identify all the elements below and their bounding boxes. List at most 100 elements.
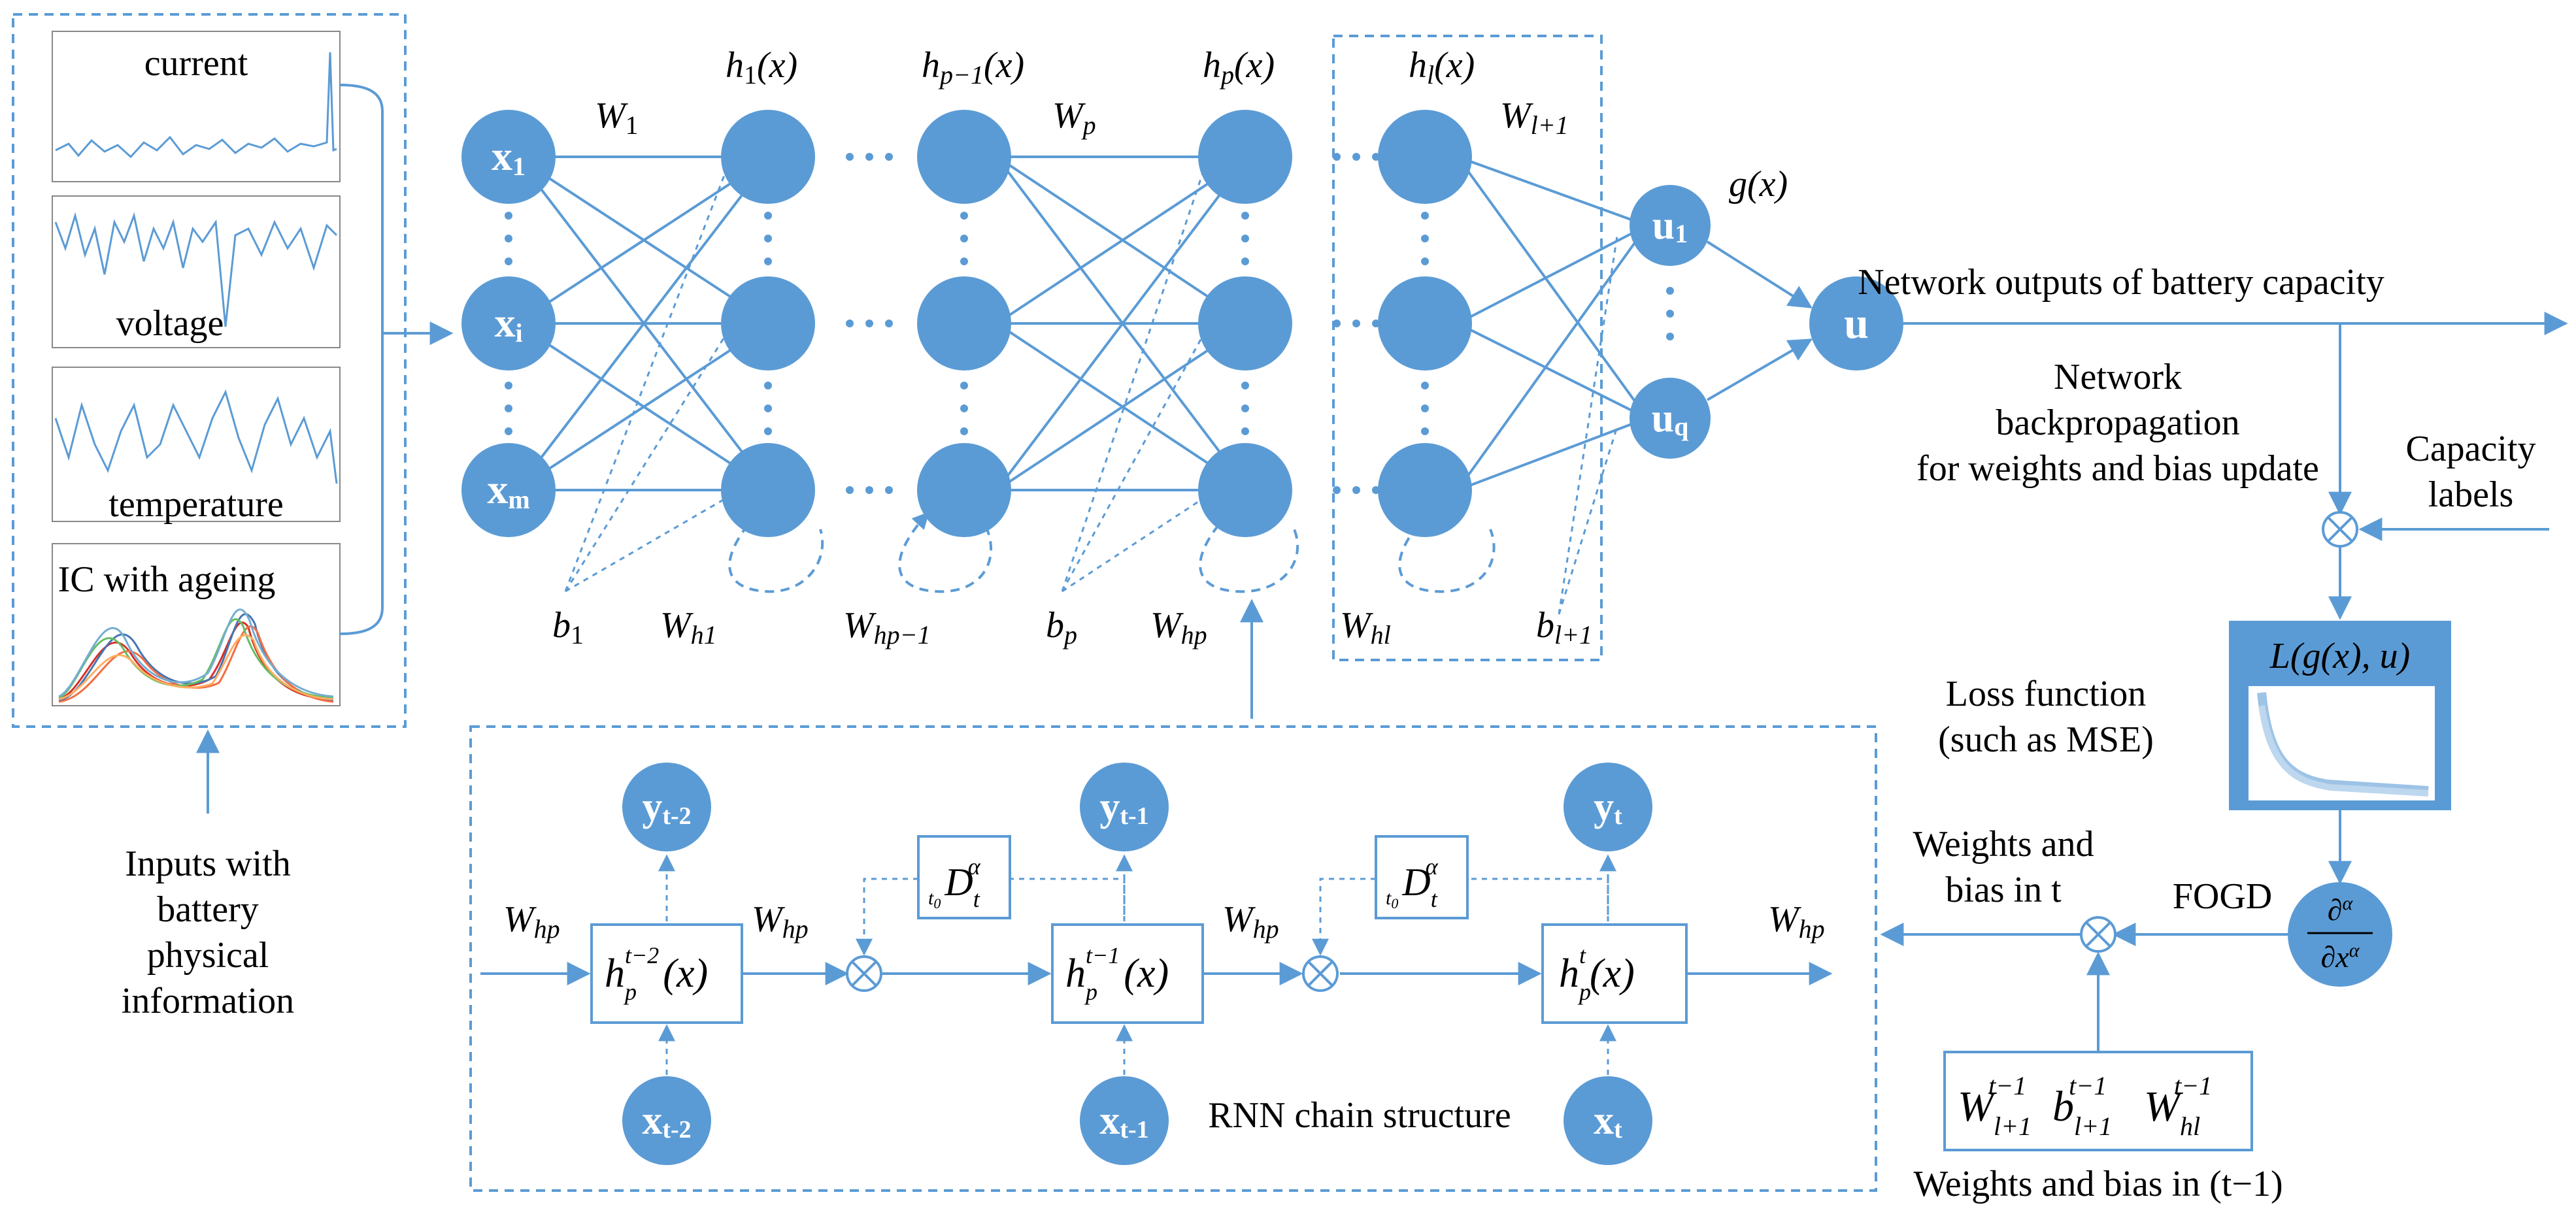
- fogd-label: FOGD: [2173, 876, 2272, 917]
- rnn-multiply-node-1: [846, 955, 882, 992]
- input-node-xm: xm: [461, 443, 556, 537]
- temperature-chart-label: temperature: [109, 484, 283, 525]
- temperature-chart: temperature: [52, 367, 341, 525]
- svg-text:u1: u1: [1652, 203, 1688, 248]
- loss-function-box: L(g(x), u): [2229, 621, 2451, 810]
- recurrent-loops: [728, 512, 1496, 593]
- inputs-caption-2: battery: [157, 889, 258, 930]
- sum-node-top: [2322, 511, 2358, 548]
- rnn-hidden-box-t: hpt(x): [1541, 923, 1688, 1024]
- layer-label-hl: hl(x): [1409, 45, 1475, 90]
- rnn-output-node-yt: yt: [1564, 763, 1652, 851]
- backprop-line-1: Network: [2054, 357, 2182, 397]
- capacity-labels-1: Capacity: [2405, 429, 2535, 469]
- input-node-x1: x1: [461, 110, 556, 204]
- bias-lines: [564, 163, 1619, 615]
- svg-text:yt-2: yt-2: [642, 785, 691, 830]
- network-outputs-label: Network outputs of battery capacity: [1858, 262, 2384, 303]
- layer-label-h1: h1(x): [726, 45, 797, 90]
- loss-line-1: Loss function: [1946, 674, 2146, 714]
- rec-label-whl: Whl: [1340, 605, 1391, 650]
- svg-text:yt: yt: [1594, 785, 1622, 830]
- backprop-line-3: for weights and bias update: [1916, 448, 2319, 489]
- gx-label: g(x): [1729, 164, 1788, 205]
- input-node-xi: xi: [461, 276, 556, 370]
- rnn-whp-label-3: Whp: [1222, 899, 1279, 944]
- svg-text:∂α: ∂α: [2328, 893, 2354, 927]
- rnn-whp-label-1: Whp: [503, 899, 560, 944]
- svg-text:Wl+1t−1: Wl+1t−1: [1958, 1071, 2032, 1141]
- output-node-u1: u1: [1630, 185, 1711, 266]
- voltage-chart-label: voltage: [116, 303, 224, 344]
- rnn-output-node-yt-1: yt-1: [1080, 763, 1169, 851]
- inputs-caption-1: Inputs with: [125, 844, 291, 884]
- weights-t-line-1: Weights and: [1913, 824, 2094, 864]
- weight-label-wl1: Wl+1: [1500, 95, 1569, 140]
- voltage-chart: voltage: [52, 195, 341, 348]
- bias-label-bl1: bl+1: [1536, 605, 1592, 650]
- bias-label-b1: b1: [552, 605, 584, 650]
- rnn-hidden-box-t-2: hpt−2(x): [590, 923, 743, 1024]
- layer-label-hp-1: hp−1(x): [922, 45, 1024, 90]
- capacity-labels-2: labels: [2428, 474, 2514, 515]
- svg-text:x1: x1: [492, 133, 526, 181]
- rnn-input-node-xt-2: xt-2: [622, 1076, 711, 1165]
- output-node-uq: uq: [1630, 378, 1711, 459]
- svg-text:xi: xi: [494, 299, 522, 348]
- current-chart: current: [52, 31, 341, 182]
- hidden-layer-p: [1198, 110, 1292, 537]
- ic-ageing-chart-label: IC with ageing: [58, 559, 276, 600]
- sum-node-bottom: [2080, 916, 2116, 953]
- inputs-caption-4: information: [122, 981, 294, 1021]
- weights-t-line-2: bias in t: [1945, 870, 2062, 910]
- inputs-bracket: [339, 84, 384, 635]
- inputs-caption-3: physical: [147, 935, 269, 976]
- rnn-hidden-box-t-1: hpt−1(x): [1051, 923, 1204, 1024]
- backprop-line-2: backpropagation: [1996, 403, 2239, 443]
- loss-title: L(g(x), u): [2269, 636, 2411, 676]
- rnn-output-node-yt-2: yt-2: [622, 763, 711, 851]
- weight-label-w1: W1: [595, 95, 639, 140]
- inputs-panel-frame: [12, 13, 407, 728]
- weight-label-wp: Wp: [1052, 95, 1096, 140]
- weights-layerl-outputs: [1456, 156, 1648, 491]
- bias-label-bp: bp: [1046, 605, 1077, 650]
- hidden-layer-l: [1378, 110, 1472, 537]
- prev-weights-box: Wl+1t−1 bl+1t−1 Whlt−1: [1943, 1051, 2253, 1151]
- svg-text:xt: xt: [1594, 1098, 1622, 1144]
- svg-text:uq: uq: [1652, 396, 1689, 441]
- layer-ellipsis: [505, 153, 1674, 494]
- svg-text:∂xα: ∂xα: [2321, 940, 2360, 974]
- svg-text:hpt(x): hpt(x): [1559, 942, 1635, 1005]
- hidden-layer-1: [721, 110, 815, 537]
- rnn-chain-frame: [469, 725, 1877, 1192]
- rnn-dashed-links: [658, 854, 1616, 1075]
- svg-text:xt-2: xt-2: [642, 1098, 691, 1144]
- layer-label-hp: hp(x): [1203, 45, 1275, 90]
- svg-text:u: u: [1844, 298, 1869, 348]
- rnn-input-node-xt-1: xt-1: [1080, 1076, 1169, 1165]
- weights-prev-label: Weights and bias in (t−1): [1913, 1164, 2283, 1204]
- rnn-whp-label-4: Whp: [1768, 899, 1825, 944]
- rec-label-wh1: Wh1: [660, 605, 717, 650]
- current-chart-label: current: [144, 43, 248, 84]
- rec-label-whp1: Whp−1: [843, 605, 931, 650]
- rnn-input-node-xt: xt: [1564, 1076, 1652, 1165]
- ic-ageing-chart: IC with ageing: [52, 543, 341, 706]
- svg-text:yt-1: yt-1: [1099, 785, 1148, 830]
- rnn-caption: RNN chain structure: [1208, 1095, 1511, 1136]
- rnn-whp-label-2: Whp: [752, 899, 809, 944]
- hidden-layer-l-frame: [1332, 35, 1603, 661]
- final-output-node: u: [1809, 276, 1903, 370]
- svg-text:xt-1: xt-1: [1099, 1098, 1148, 1144]
- rnn-multiply-node-2: [1302, 955, 1339, 992]
- fractional-derivative-node: ∂α ∂xα: [2288, 882, 2392, 987]
- rec-label-whp: Whp: [1150, 605, 1207, 650]
- hidden-layer-p-1: [917, 110, 1011, 537]
- loss-line-2: (such as MSE): [1938, 719, 2154, 760]
